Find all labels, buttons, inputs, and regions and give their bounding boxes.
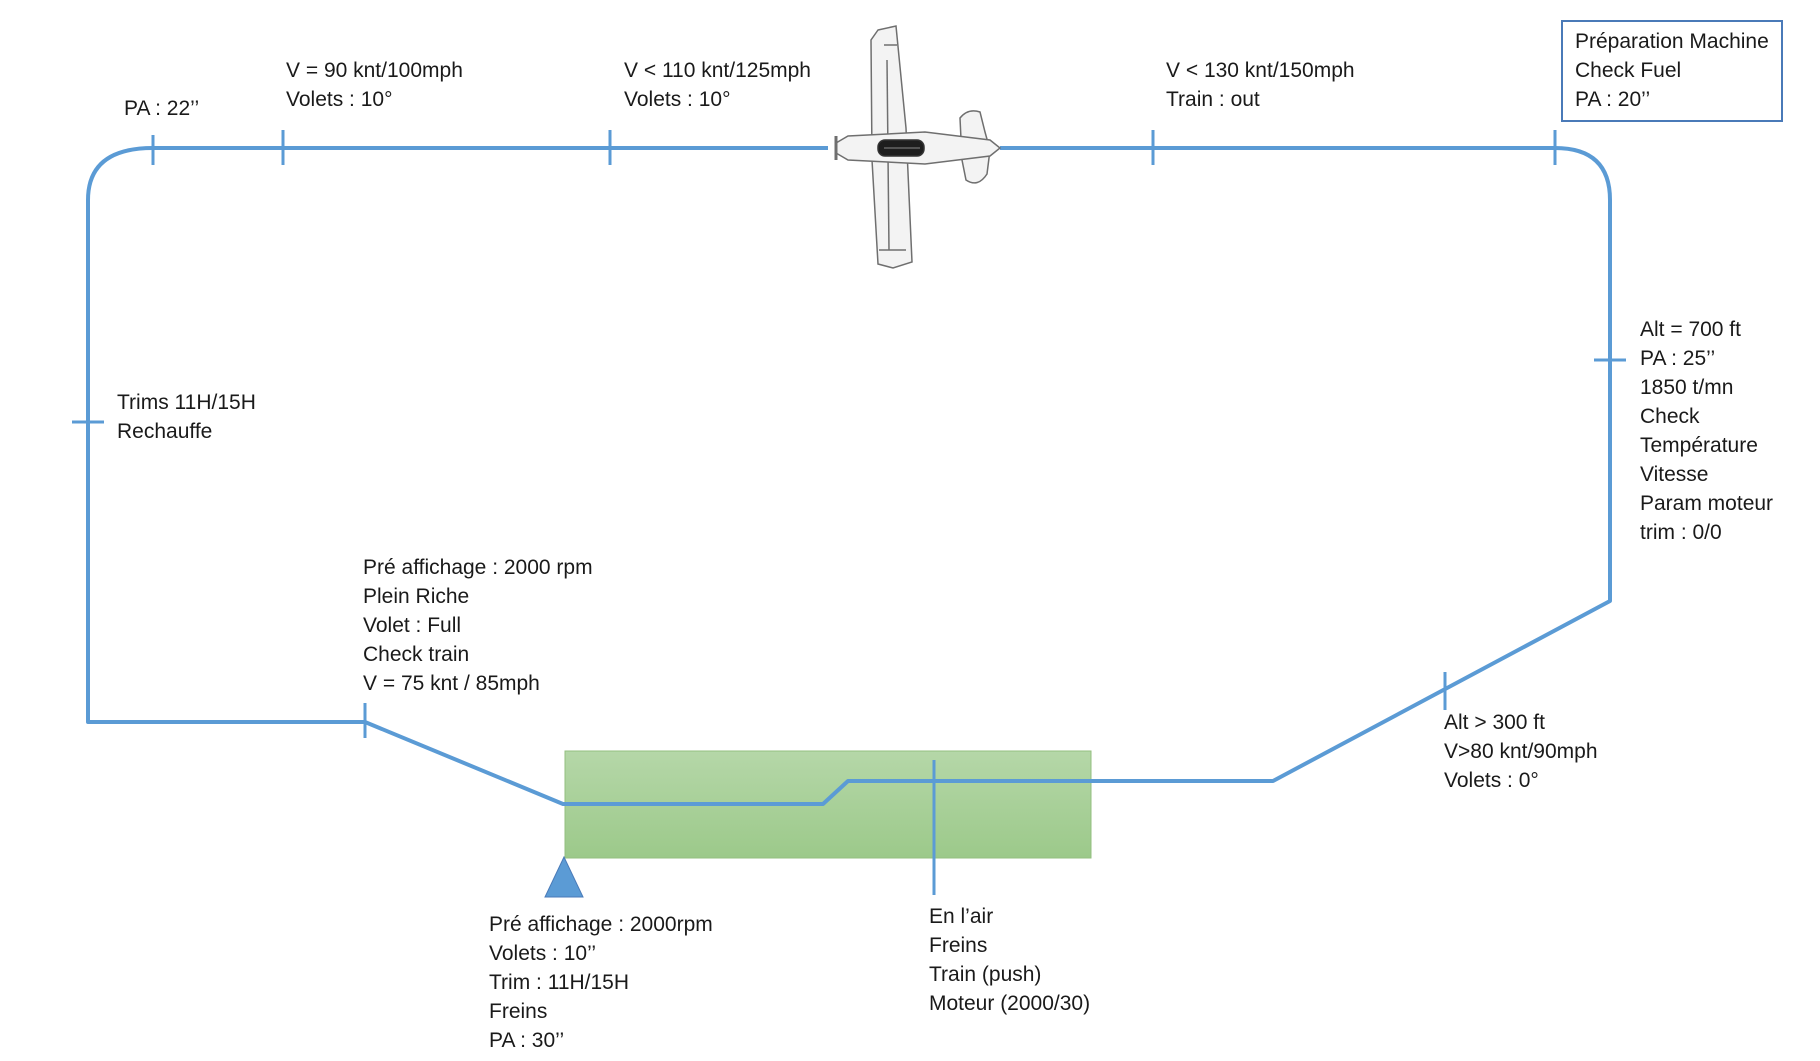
label-alt700-line-6: Vitesse bbox=[1640, 463, 1709, 486]
label-v90: V = 90 knt/100mph Volets : 10° bbox=[286, 56, 463, 114]
label-v130-line-1: V < 130 knt/150mph bbox=[1166, 59, 1355, 82]
label-alt700-line-2: PA : 25’’ bbox=[1640, 347, 1716, 370]
label-airborne-line-2: Freins bbox=[929, 934, 988, 957]
label-pa22-line-1: PA : 22’’ bbox=[124, 97, 200, 120]
label-trims-line-1: Trims 11H/15H bbox=[117, 391, 256, 414]
label-alt700-line-7: Param moteur bbox=[1640, 492, 1774, 515]
label-pa22: PA : 22’’ bbox=[124, 94, 199, 123]
label-v110-line-1: V < 110 knt/125mph bbox=[624, 59, 811, 82]
label-v90-line-1: V = 90 knt/100mph bbox=[286, 59, 463, 82]
label-alt300-line-3: Volets : 0° bbox=[1444, 769, 1539, 792]
machine-preparation-box: Préparation Machine Check Fuel PA : 20’’ bbox=[1561, 20, 1783, 122]
label-airborne: En l’air Freins Train (push) Moteur (200… bbox=[929, 902, 1090, 1018]
circuit-path bbox=[86, 146, 1612, 806]
label-trims-line-2: Rechauffe bbox=[117, 420, 213, 443]
label-airborne-line-4: Moteur (2000/30) bbox=[929, 992, 1091, 1015]
label-v110: V < 110 knt/125mph Volets : 10° bbox=[624, 56, 811, 114]
label-alt700-line-8: trim : 0/0 bbox=[1640, 521, 1722, 544]
label-alt700: Alt = 700 ft PA : 25’’ 1850 t/mn Check T… bbox=[1640, 315, 1773, 547]
label-final-line-2: Plein Riche bbox=[363, 585, 470, 608]
label-v130: V < 130 knt/150mph Train : out bbox=[1166, 56, 1355, 114]
label-airborne-line-3: Train (push) bbox=[929, 963, 1042, 986]
label-start-line-2: Volets : 10’’ bbox=[489, 942, 597, 965]
label-v110-line-2: Volets : 10° bbox=[624, 88, 731, 111]
label-alt300-line-1: Alt > 300 ft bbox=[1444, 711, 1545, 734]
label-alt300-line-2: V>80 knt/90mph bbox=[1444, 740, 1598, 763]
label-v90-line-2: Volets : 10° bbox=[286, 88, 393, 111]
label-v130-line-2: Train : out bbox=[1166, 88, 1260, 111]
label-alt700-line-1: Alt = 700 ft bbox=[1640, 318, 1741, 341]
label-alt700-line-5: Température bbox=[1640, 434, 1758, 457]
label-prep-line-2: Check Fuel bbox=[1575, 59, 1682, 82]
label-final-line-4: Check train bbox=[363, 643, 470, 666]
label-final: Pré affichage : 2000 rpm Plein Riche Vol… bbox=[363, 553, 593, 698]
label-prep-line-3: PA : 20’’ bbox=[1575, 88, 1651, 111]
label-alt700-line-4: Check bbox=[1640, 405, 1700, 428]
label-final-line-3: Volet : Full bbox=[363, 614, 462, 637]
label-start-line-5: PA : 30’’ bbox=[489, 1029, 565, 1052]
label-final-line-1: Pré affichage : 2000 rpm bbox=[363, 556, 593, 579]
label-start-line-4: Freins bbox=[489, 1000, 548, 1023]
label-start-line-1: Pré affichage : 2000rpm bbox=[489, 913, 713, 936]
aircraft-top-view-icon bbox=[834, 25, 1002, 269]
label-start: Pré affichage : 2000rpm Volets : 10’’ Tr… bbox=[489, 910, 713, 1055]
label-start-line-3: Trim : 11H/15H bbox=[489, 971, 630, 994]
label-alt700-line-3: 1850 t/mn bbox=[1640, 376, 1734, 399]
label-prep: Préparation Machine Check Fuel PA : 20’’ bbox=[1575, 27, 1769, 114]
label-alt300: Alt > 300 ft V>80 knt/90mph Volets : 0° bbox=[1444, 708, 1598, 795]
triangle-start-icon bbox=[544, 855, 584, 898]
label-final-line-5: V = 75 knt / 85mph bbox=[363, 672, 540, 695]
label-airborne-line-1: En l’air bbox=[929, 905, 994, 928]
label-trims: Trims 11H/15H Rechauffe bbox=[117, 388, 256, 446]
label-prep-line-1: Préparation Machine bbox=[1575, 30, 1769, 53]
